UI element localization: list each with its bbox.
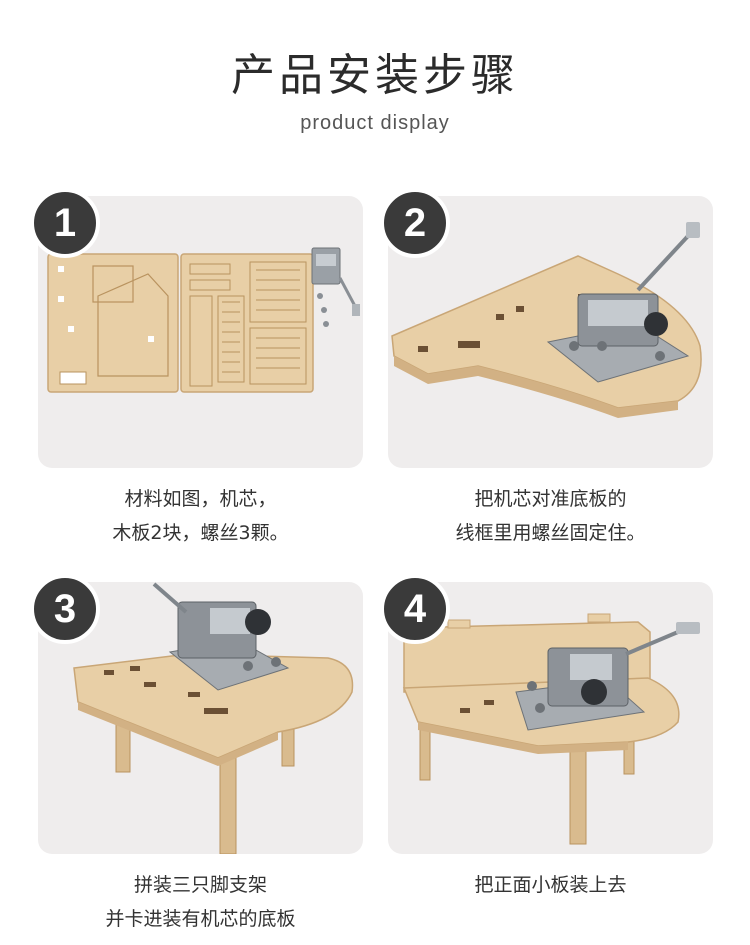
caption-line: 并卡进装有机芯的底板 (105, 908, 296, 930)
caption-line: 材料如图，机芯， (124, 488, 277, 510)
step-caption: 材料如图，机芯， 木板2块，螺丝3颗。 (38, 482, 363, 550)
attach-legs-illustration (73, 582, 354, 854)
caption-line: 木板2块，螺丝3颗。 (112, 522, 289, 544)
step-caption: 把正面小板装上去 (388, 868, 713, 902)
step-2: 2 把机芯对准底板的 线框里用螺丝固定住。 (380, 188, 713, 550)
step-caption: 拼装三只脚支架 并卡进装有机芯的底板 (38, 868, 363, 936)
step-number-badge: 4 (380, 574, 450, 644)
caption-line: 把机芯对准底板的 (474, 488, 627, 510)
step-3: 3 拼装三只脚支架 (30, 574, 363, 936)
caption-line: 把正面小板装上去 (474, 874, 627, 896)
front-panel-illustration (402, 613, 700, 845)
step-1: 1 (30, 188, 363, 550)
step-number-badge: 3 (30, 574, 100, 644)
step-number-badge: 1 (30, 188, 100, 258)
step-number-badge: 2 (380, 188, 450, 258)
step-caption: 把机芯对准底板的 线框里用螺丝固定住。 (388, 482, 713, 550)
caption-line: 拼装三只脚支架 (133, 874, 267, 896)
caption-line: 线框里用螺丝固定住。 (455, 522, 646, 544)
step-photo-materials (38, 196, 363, 468)
step-4: 4 把正面 (380, 574, 713, 902)
mount-mechanism-illustration (391, 222, 702, 418)
page-title: 产品安装步骤 (231, 50, 519, 101)
materials-illustration (47, 247, 360, 393)
page-subtitle: product display (300, 112, 450, 134)
